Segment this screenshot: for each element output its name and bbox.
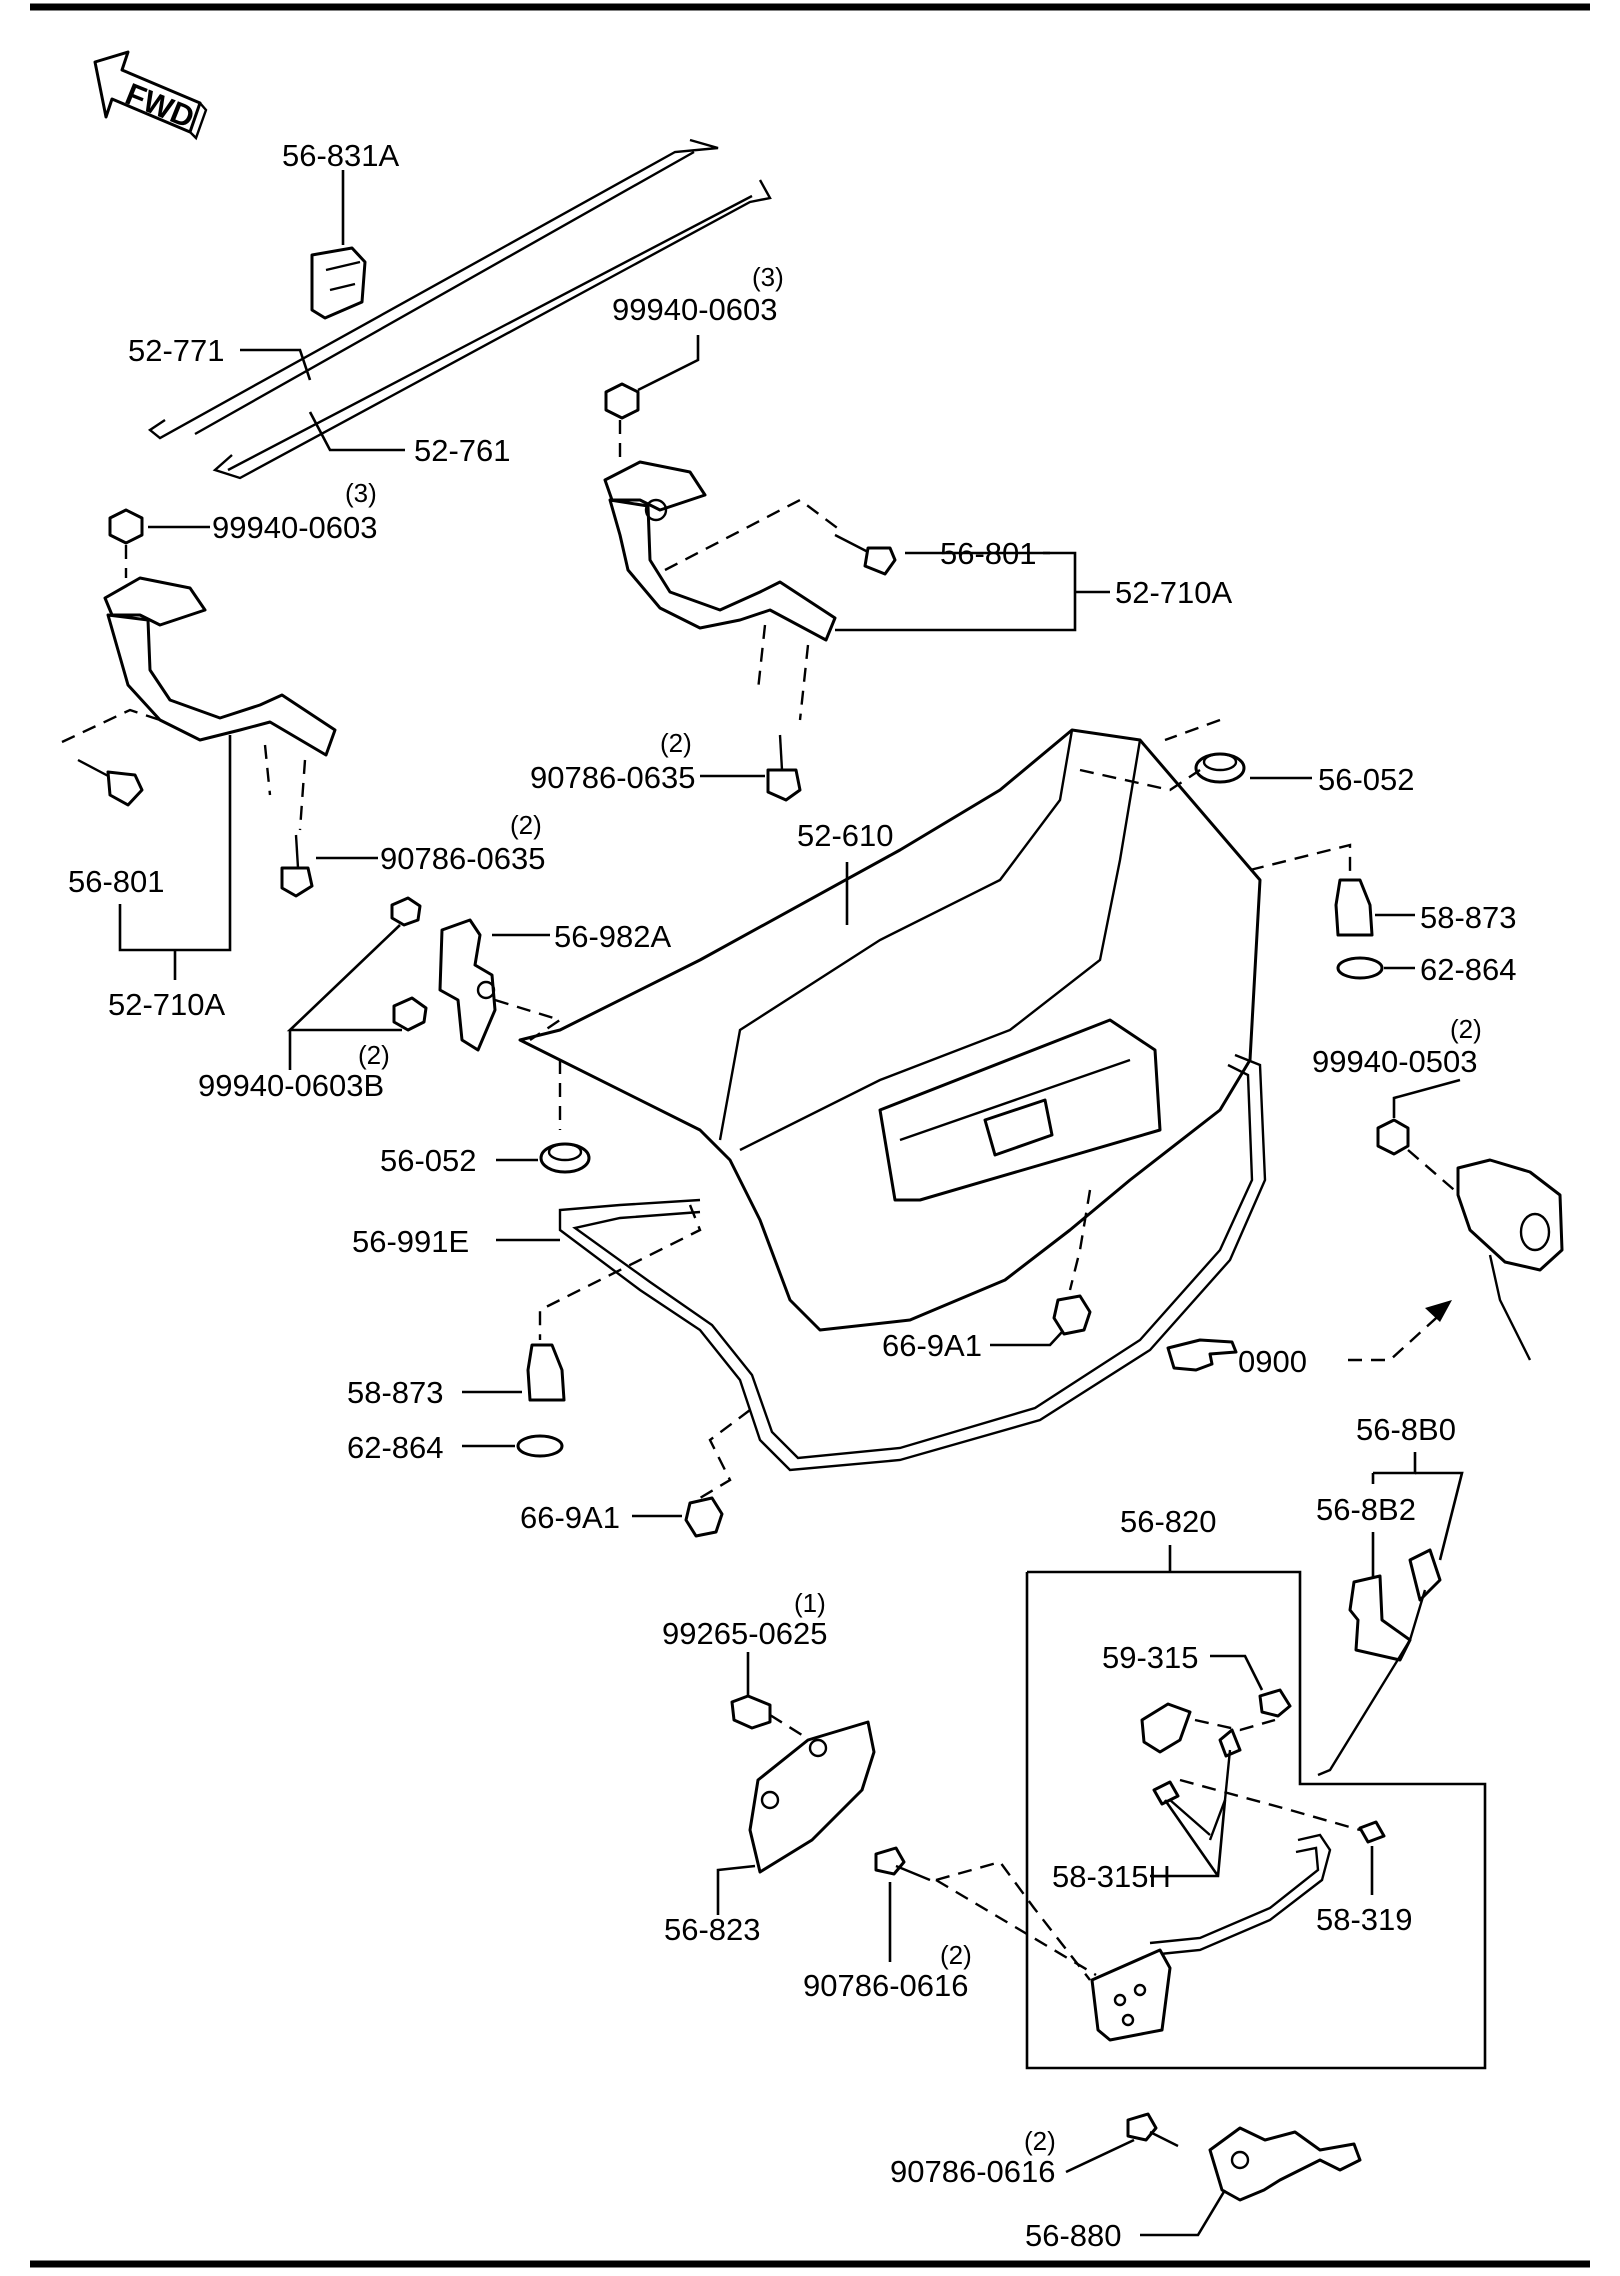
clip-bottom-icon — [684, 1496, 724, 1538]
label-58-873-left: 58-873 — [347, 1375, 444, 1410]
nut-left-icon — [108, 508, 144, 545]
washer-left-icon — [516, 1434, 564, 1458]
label-56-991E: 56-991E — [352, 1224, 469, 1259]
bolt-90786-0635-left-icon — [280, 834, 314, 898]
arrow-head-icon — [1425, 1300, 1452, 1322]
bolt-56-801-left-icon — [77, 758, 144, 807]
label-99940-0603-top: 99940-0603 — [612, 292, 778, 327]
qty-90786-0635-left: (2) — [510, 810, 542, 840]
nut-0503-icon — [1376, 1118, 1410, 1156]
latch-cover-icon — [748, 1720, 876, 1874]
hinge-left-icon — [103, 576, 337, 757]
label-56-801-left: 56-801 — [68, 864, 165, 899]
label-52-710A-right: 52-710A — [1115, 575, 1233, 610]
label-52-771: 52-771 — [128, 333, 225, 368]
nut-b2-icon — [392, 996, 428, 1032]
lid-bracket-icon — [438, 918, 497, 1052]
qty-90786-0616-mid: (2) — [940, 1940, 972, 1970]
nut-top-icon — [604, 382, 640, 420]
qty-99940-0603-left: (3) — [345, 478, 377, 508]
latch-lever-icon — [1140, 1702, 1242, 1841]
release-cable-icon — [1317, 1548, 1442, 1777]
latch-rod-icon — [1149, 1833, 1332, 1957]
label-56-801-right: 56-801 — [940, 536, 1037, 571]
washer-right-icon — [1336, 956, 1384, 980]
label-99940-0503: 99940-0503 — [1312, 1044, 1478, 1079]
qty-99940-0603B: (2) — [358, 1040, 390, 1070]
label-56-8B0: 56-8B0 — [1356, 1412, 1456, 1447]
qty-99265-0625: (1) — [794, 1588, 826, 1618]
label-90786-0616-bottom: 90786-0616 — [890, 2154, 1056, 2189]
grommet-bottom-icon — [539, 1142, 591, 1174]
label-99265-0625: 99265-0625 — [662, 1616, 828, 1651]
label-56-880: 56-880 — [1025, 2218, 1122, 2253]
weatherstrip-icon — [558, 1053, 1267, 1472]
trunk-latch-icon — [1208, 2126, 1362, 2202]
push-rivet-icon — [730, 1694, 772, 1730]
bolt-90786-0616-mid-icon — [874, 1846, 931, 1882]
label-66-9A1-mid: 66-9A1 — [882, 1328, 982, 1363]
pointing-hand-icon — [1166, 1338, 1238, 1372]
label-62-864-right: 62-864 — [1420, 952, 1517, 987]
label-52-761: 52-761 — [414, 433, 511, 468]
nut-b1-icon — [390, 896, 422, 927]
label-56-052-bottom: 56-052 — [380, 1143, 477, 1178]
label-62-864-left: 62-864 — [347, 1430, 444, 1465]
bolt-90786-0635-mid-icon — [766, 734, 802, 802]
bolt-56-801-right-icon — [834, 533, 897, 576]
label-52-710A-left: 52-710A — [108, 987, 226, 1022]
label-90786-0635-mid: 90786-0635 — [530, 760, 696, 795]
qty-99940-0503: (2) — [1450, 1014, 1482, 1044]
label-59-315: 59-315 — [1102, 1640, 1199, 1675]
qty-90786-0616-bottom: (2) — [1024, 2126, 1056, 2156]
label-99940-0603B: 99940-0603B — [198, 1068, 384, 1103]
latch-base-icon — [1090, 1948, 1172, 2042]
qty-90786-0635-mid: (2) — [660, 728, 692, 758]
label-90786-0635-left: 90786-0635 — [380, 841, 546, 876]
grommet-top-icon — [1194, 752, 1246, 784]
label-56-820: 56-820 — [1120, 1504, 1217, 1539]
label-56-052-top: 56-052 — [1318, 762, 1415, 797]
reference-0900: 0900 — [1238, 1344, 1307, 1379]
lock-actuator-icon — [1456, 1158, 1564, 1361]
rod-clip-icon — [1358, 1820, 1386, 1844]
latch-group-frame — [1025, 1570, 1487, 2070]
trunk-lid-icon — [518, 728, 1262, 1332]
label-56-8B2: 56-8B2 — [1316, 1492, 1416, 1527]
qty-99940-0603-top: (3) — [752, 262, 784, 292]
label-90786-0616-mid: 90786-0616 — [803, 1968, 969, 2003]
label-58-315H: 58-315H — [1052, 1859, 1171, 1894]
label-56-823: 56-823 — [664, 1912, 761, 1947]
fwd-arrow-icon: FWD — [93, 50, 208, 141]
bolt-90786-0616-bottom-icon — [1126, 2112, 1179, 2148]
label-52-610: 52-610 — [797, 818, 894, 853]
label-99940-0603-left: 99940-0603 — [212, 510, 378, 545]
label-56-982A: 56-982A — [554, 919, 672, 954]
hinge-right-icon — [603, 460, 837, 642]
label-56-831A: 56-831A — [282, 138, 400, 173]
latch-clip-icon — [1258, 1688, 1292, 1718]
bumper-part-icon — [310, 246, 367, 320]
clip-mid-icon — [1052, 1294, 1092, 1336]
stopper-right-icon — [1334, 878, 1374, 937]
stopper-left-icon — [526, 1343, 566, 1402]
label-58-873-right: 58-873 — [1420, 900, 1517, 935]
label-58-319: 58-319 — [1316, 1902, 1413, 1937]
label-66-9A1-bottom: 66-9A1 — [520, 1500, 620, 1535]
